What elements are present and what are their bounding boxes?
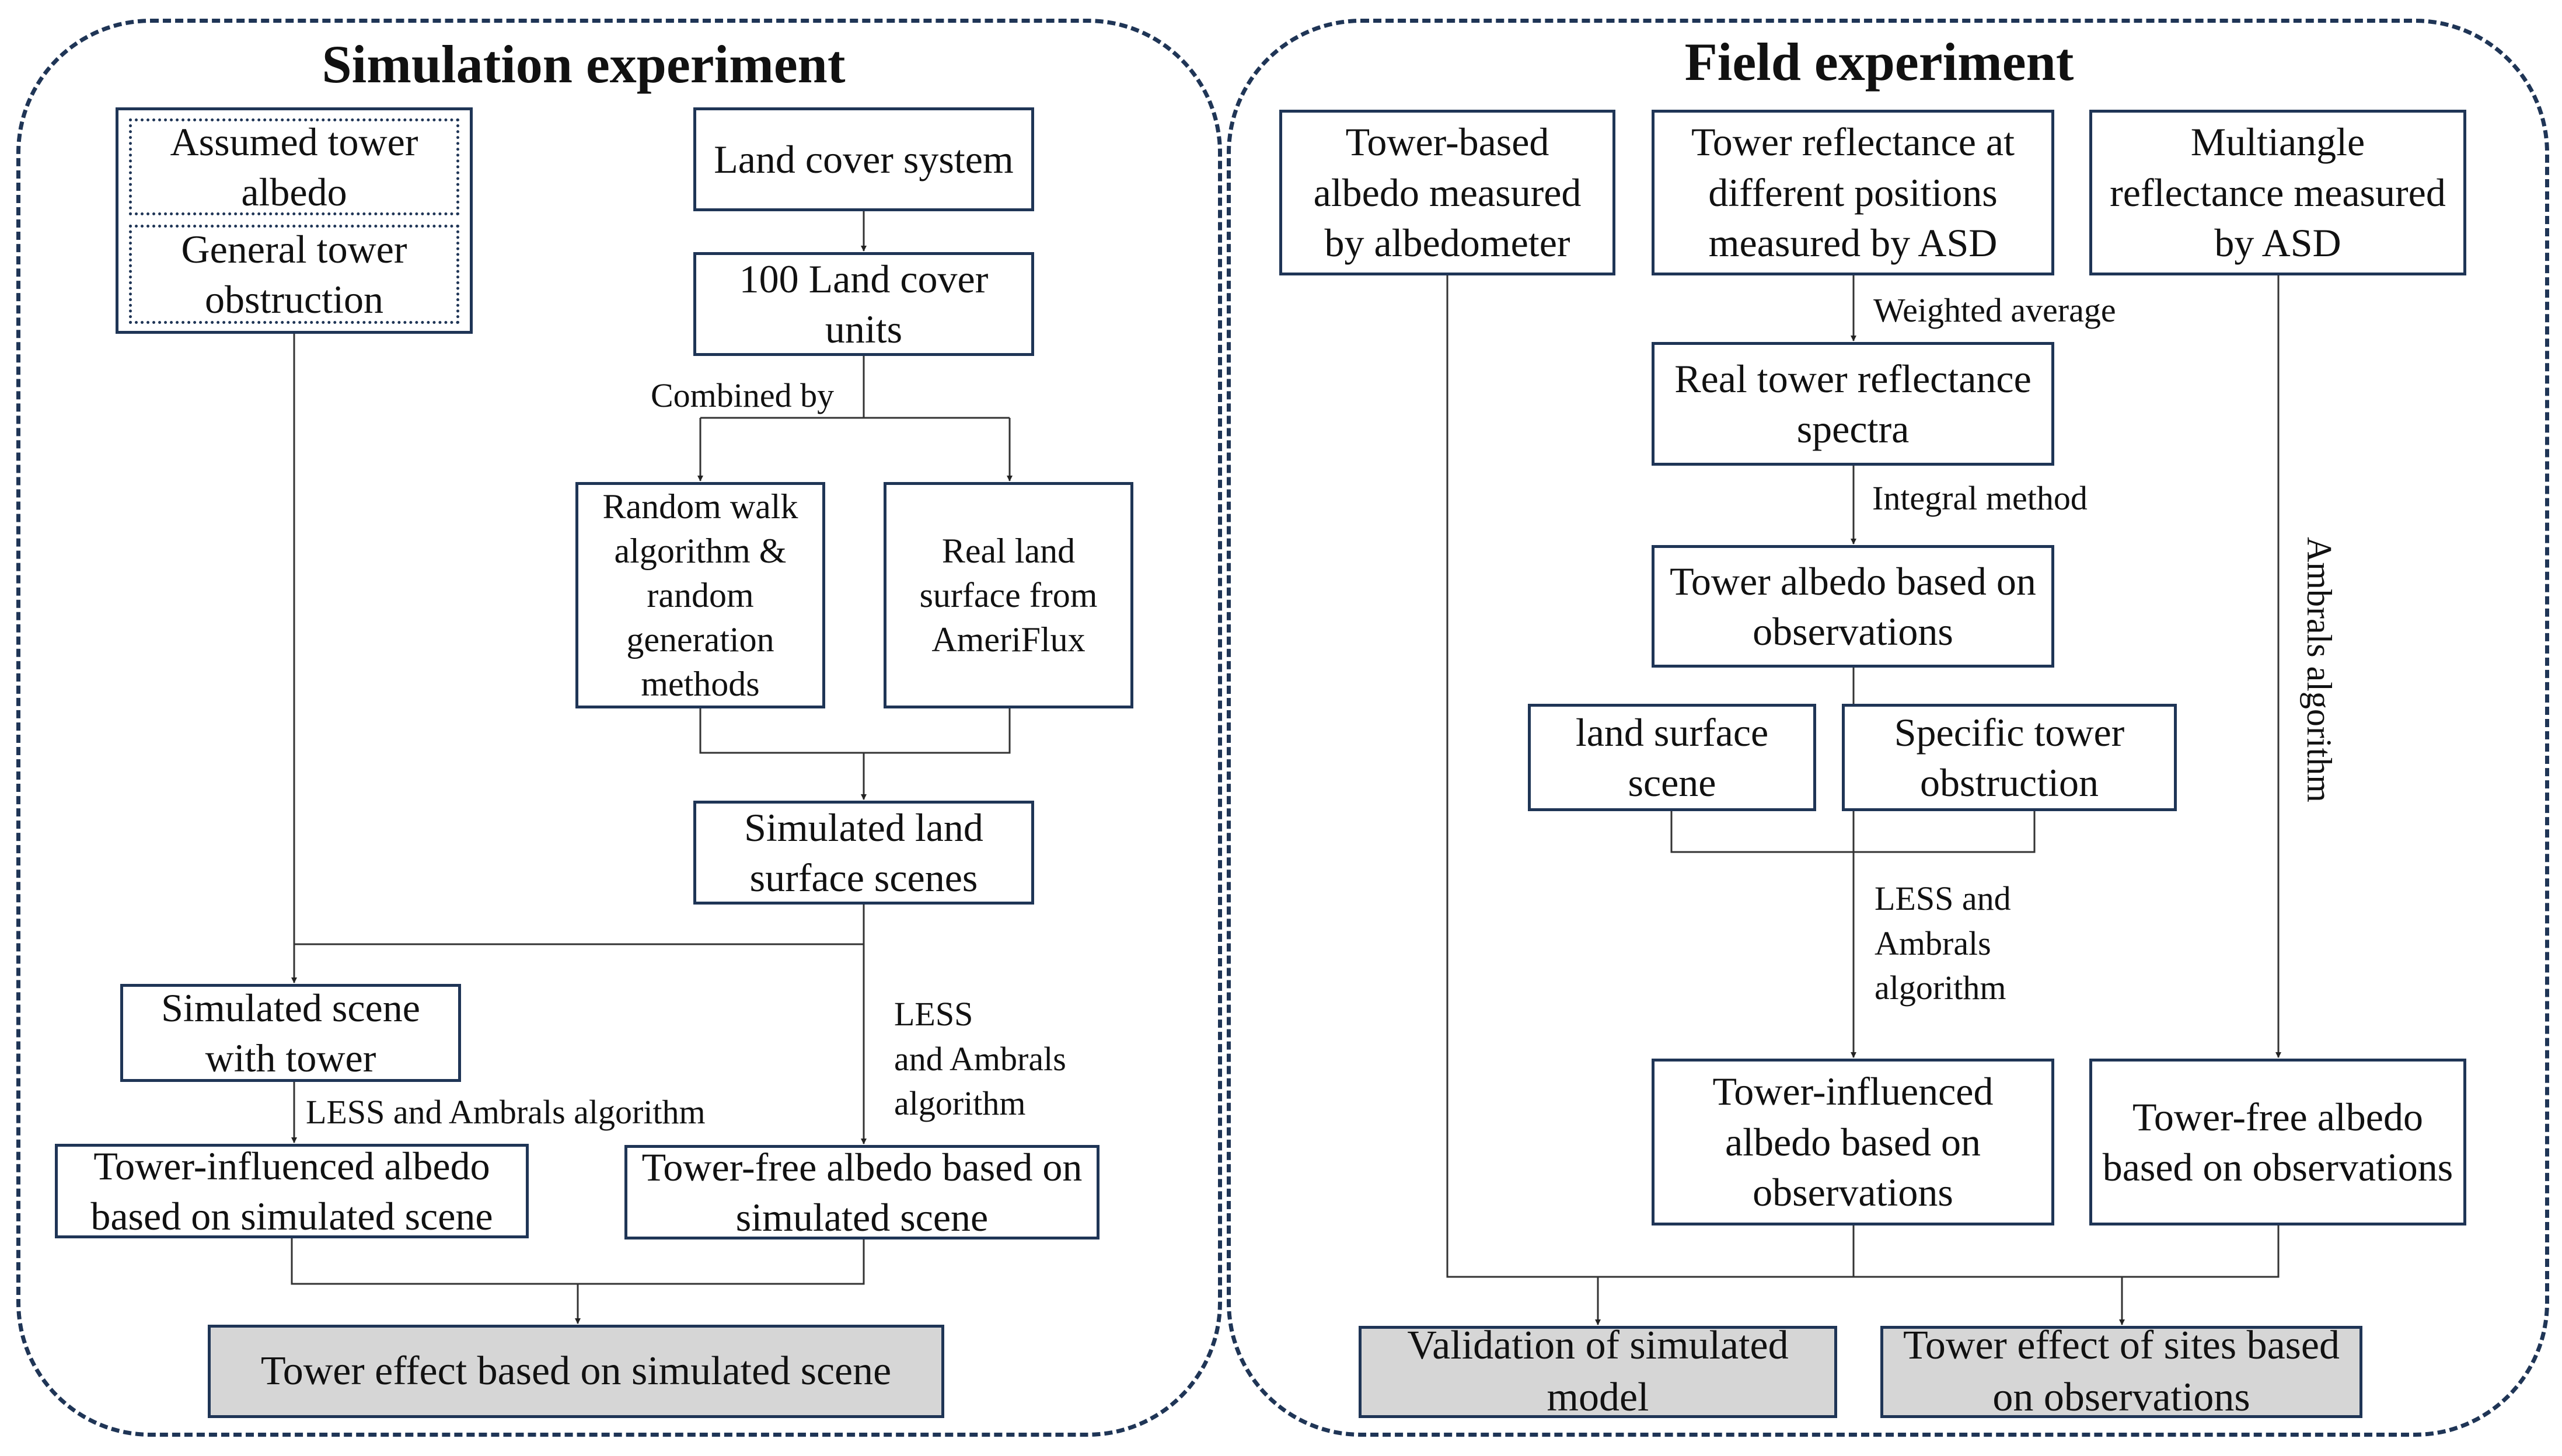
tower-reflectance-box: Tower reflectance at different positions… — [1652, 110, 2054, 275]
multiangle-box: Multiangle reflectance measured by ASD — [2089, 110, 2466, 275]
random-walk-box: Random walk algorithm & random generatio… — [575, 482, 825, 708]
tower-free-sim-box: Tower-free albedo based on simulated sce… — [624, 1145, 1100, 1239]
tower-effect-sites-box: Tower effect of sites based on observati… — [1880, 1326, 2362, 1418]
tower-effect-sim-box: Tower effect based on simulated scene — [208, 1325, 944, 1418]
tower-based-albedo-box: Tower-based albedo measured by albedomet… — [1279, 110, 1615, 275]
simulated-scenes-box: Simulated land surface scenes — [693, 801, 1034, 905]
integral-method-label: Integral method — [1872, 479, 2088, 517]
land-cover-system-box: Land cover system — [693, 107, 1034, 211]
simulation-panel — [16, 19, 1222, 1437]
less-ambrals-stacked-label-sim: LESS and Ambrals algorithm — [894, 995, 1066, 1123]
albedo-observations-box: Tower albedo based on observations — [1652, 545, 2054, 668]
simulation-title: Simulation experiment — [322, 34, 846, 94]
specific-obstruction-box: Specific tower obstruction — [1842, 704, 2177, 811]
validation-box: Validation of simulated model — [1359, 1326, 1837, 1418]
field-title: Field experiment — [1684, 32, 2074, 92]
tower-assumption-box: Assumed tower albedo General tower obstr… — [116, 107, 473, 334]
scene-with-tower-box: Simulated scene with tower — [120, 984, 461, 1082]
real-spectra-box: Real tower reflectance spectra — [1652, 342, 2054, 466]
general-obstruction-box: General tower obstruction — [129, 225, 459, 324]
tower-free-obs-box: Tower-free albedo based on observations — [2089, 1059, 2466, 1225]
less-ambrals-stacked-label-field: LESS and Ambrals algorithm — [1875, 879, 2011, 1007]
ambrals-vertical-label: Ambrals algorithm — [2300, 537, 2338, 802]
less-ambrals-label-sim: LESS and Ambrals algorithm — [306, 1093, 706, 1131]
land-cover-units-box: 100 Land cover units — [693, 252, 1034, 356]
tower-influenced-obs-box: Tower-influenced albedo based on observa… — [1652, 1059, 2054, 1225]
real-land-surface-box: Real land surface from AmeriFlux — [884, 482, 1133, 708]
combined-by-label: Combined by — [651, 376, 835, 414]
assumed-albedo-box: Assumed tower albedo — [129, 118, 459, 215]
land-surface-scene-box: land surface scene — [1528, 704, 1816, 811]
tower-influenced-sim-box: Tower-influenced albedo based on simulat… — [55, 1144, 529, 1238]
field-panel — [1227, 19, 2549, 1437]
weighted-average-label: Weighted average — [1873, 291, 2116, 329]
